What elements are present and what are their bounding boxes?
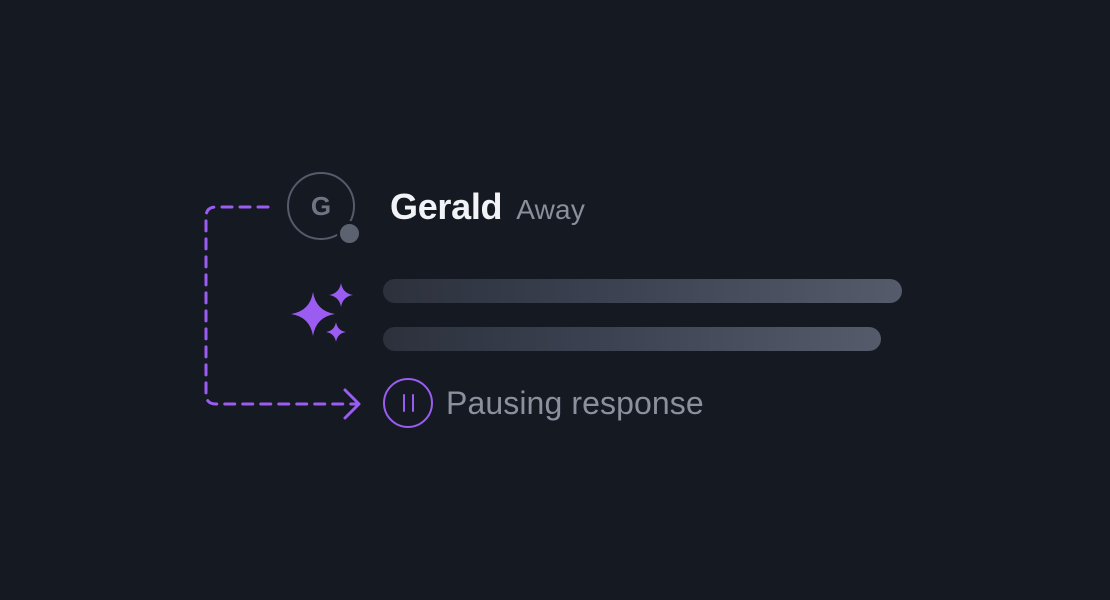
pause-button[interactable] bbox=[383, 378, 433, 428]
sparkle-icon bbox=[291, 283, 353, 342]
presence-dot-icon bbox=[337, 221, 362, 246]
user-avatar[interactable]: G bbox=[287, 172, 355, 240]
user-header: Gerald Away bbox=[390, 186, 585, 230]
response-status: Pausing response bbox=[383, 378, 704, 428]
loading-skeleton-line bbox=[383, 327, 881, 351]
pause-icon bbox=[402, 394, 405, 412]
pausing-response-label: Pausing response bbox=[446, 384, 704, 421]
user-status: Away bbox=[516, 194, 586, 225]
avatar-initial: G bbox=[310, 191, 332, 221]
pause-icon bbox=[411, 394, 414, 412]
loading-skeleton-line bbox=[383, 279, 902, 303]
user-name: Gerald bbox=[390, 186, 503, 227]
